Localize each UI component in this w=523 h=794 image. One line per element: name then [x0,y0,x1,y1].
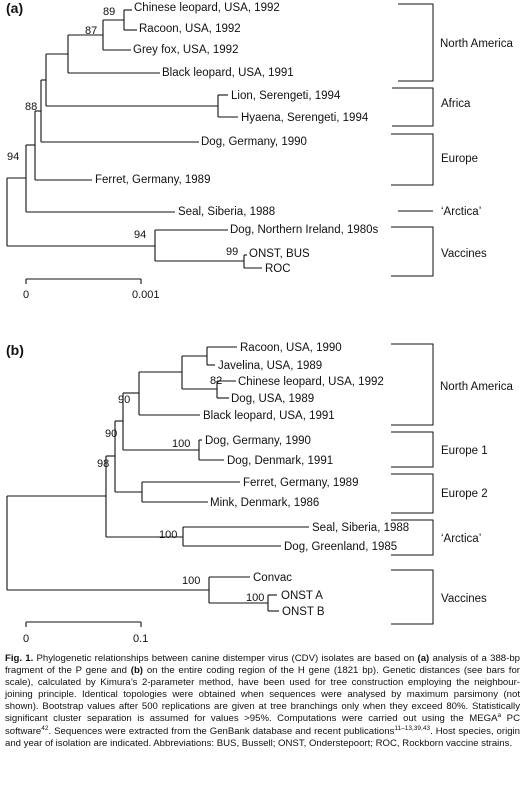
scale-end: 0.1 [133,633,148,645]
caption-superscript: 11–13,39,43 [394,724,431,732]
leaf-label: Dog, Greenland, 1985 [284,541,397,553]
bootstrap-value: 89 [103,6,115,18]
leaf-label: ONST B [282,606,325,618]
scale-end: 0.001 [132,289,160,301]
leaf-label: Black leopard, USA, 1991 [203,410,335,422]
group-label: Europe [441,153,478,165]
caption-text: . Sequences were extracted from the GenB… [48,725,395,737]
caption-text: . Host species, origin and year of isola… [5,725,520,749]
leaf-label: Chinese leopard, USA, 1992 [238,376,384,388]
panel-a: (a) [6,0,513,301]
bootstrap-value: 87 [85,25,97,37]
bootstrap-value: 100 [182,575,200,587]
leaf-label: Mink, Denmark, 1986 [210,497,319,509]
caption-text: PC software [5,713,520,737]
group-label: Vaccines [441,593,487,605]
leaf-label: Dog, Germany, 1990 [205,435,311,447]
group-label: North America [440,38,513,50]
bootstrap-value: 94 [134,229,146,241]
panel-b-group-brackets [391,343,434,625]
leaf-label: Racoon, USA, 1990 [240,342,342,354]
group-label: Europe 1 [441,445,488,457]
figure-caption: Fig. 1. Phylogenetic relationships betwe… [5,653,520,750]
bootstrap-value: 88 [25,101,37,113]
panel-a-group-labels: North America Africa Europe ‘Arctica’ Va… [440,38,513,260]
leaf-label: Convac [253,572,292,584]
panel-a-leaf-labels: Chinese leopard, USA, 1992 Racoon, USA, … [95,2,379,275]
leaf-label: Racoon, USA, 1992 [139,23,241,35]
leaf-label: Ferret, Germany, 1989 [95,174,210,186]
panel-b-bootstrap-values: 82 90 90 100 98 100 100 100 [97,375,264,604]
panel-a-bootstrap-values: 89 87 88 94 94 99 [7,6,238,258]
group-label: ‘Arctica’ [441,206,481,218]
caption-panel-b-ref: (b) [130,665,143,677]
caption-panel-a-ref: (a) [417,653,430,664]
leaf-label: ONST A [281,590,323,602]
panel-a-group-brackets [391,3,434,277]
bootstrap-value: 100 [159,529,177,541]
group-label: North America [440,381,513,393]
scale-start: 0 [23,289,29,301]
leaf-label: Dog, Denmark, 1991 [227,455,333,467]
leaf-label: Seal, Siberia, 1988 [178,206,275,218]
leaf-label: Lion, Serengeti, 1994 [231,90,341,102]
group-label: Europe 2 [441,488,488,500]
panel-b-tree-branches [6,346,309,612]
bootstrap-value: 100 [172,438,190,450]
leaf-label: Chinese leopard, USA, 1992 [134,2,280,14]
bootstrap-value: 90 [105,428,117,440]
panel-a-scale-bar: 0 0.001 [23,278,160,301]
caption-lead: Fig. 1. [5,653,34,664]
group-label: ‘Arctica’ [441,533,481,545]
leaf-label: Ferret, Germany, 1989 [243,477,358,489]
caption-superscript: 42 [41,724,49,732]
leaf-label: Hyaena, Serengeti, 1994 [241,112,369,124]
leaf-label: Grey fox, USA, 1992 [133,44,238,56]
leaf-label: Javelina, USA, 1989 [218,360,322,372]
leaf-label: Seal, Siberia, 1988 [312,522,409,534]
group-label: Vaccines [441,248,487,260]
leaf-label: Dog, Germany, 1990 [201,136,307,148]
bootstrap-value: 99 [226,246,238,258]
leaf-label: Dog, USA, 1989 [231,393,314,405]
group-label: Africa [441,98,471,110]
caption-superscript: a [497,712,502,720]
panel-a-label: (a) [6,0,23,16]
scale-start: 0 [23,633,29,645]
panel-b-leaf-labels: Racoon, USA, 1990 Javelina, USA, 1989 Ch… [203,342,409,618]
panel-b: (b) [6,342,513,645]
leaf-label: ROC [265,263,291,275]
bootstrap-value: 100 [246,592,264,604]
bootstrap-value: 94 [7,151,19,163]
caption-text: Phylogenetic relationships between canin… [33,653,418,664]
panel-a-tree-branches [6,9,262,269]
leaf-label: Black leopard, USA, 1991 [162,67,294,79]
bootstrap-value: 90 [118,394,130,406]
bootstrap-value: 82 [210,375,222,387]
leaf-label: ONST, BUS [249,248,310,260]
caption-text: on the entire coding region of the H gen… [5,665,520,725]
panel-b-label: (b) [6,342,24,358]
bootstrap-value: 98 [97,458,109,470]
panel-b-group-labels: North America Europe 1 Europe 2 ‘Arctica… [440,381,513,605]
caption-text: analysis of a 388-bp fragment of the P g… [5,653,520,677]
panel-b-scale-bar: 0 0.1 [23,621,148,645]
leaf-label: Dog, Northern Ireland, 1980s [230,224,379,236]
